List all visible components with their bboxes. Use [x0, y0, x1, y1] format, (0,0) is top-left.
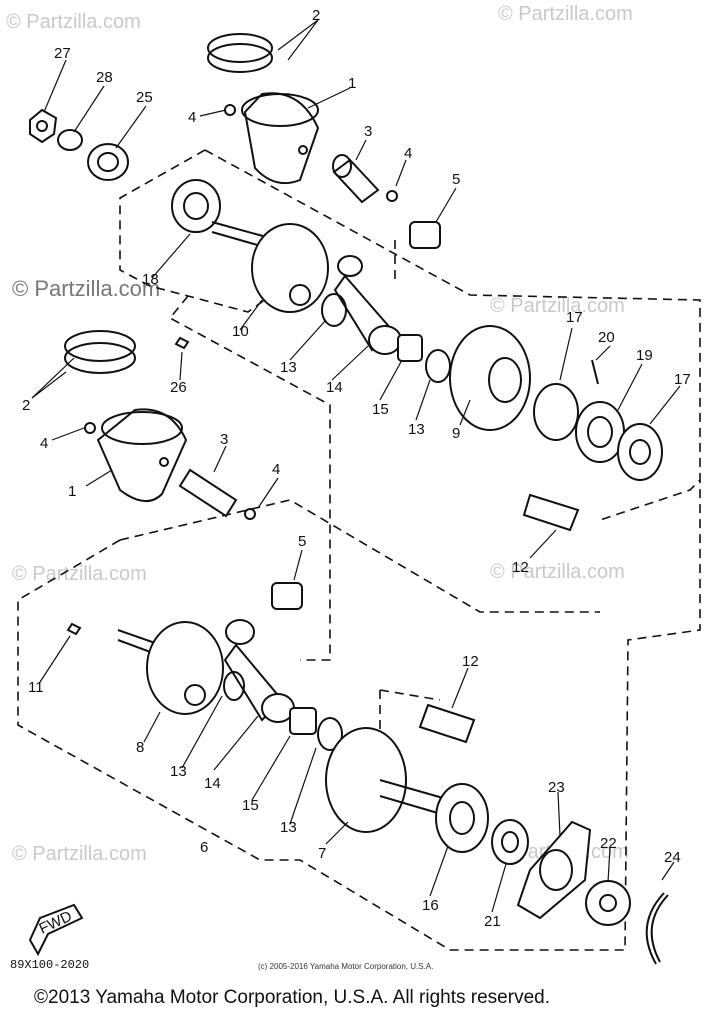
- callout: 27: [54, 45, 71, 62]
- callout: 18: [142, 271, 159, 288]
- upper-piston-rings: [207, 33, 273, 73]
- watermark: © Partzilla.com: [6, 11, 141, 33]
- callout: 9: [452, 425, 460, 442]
- watermarks: © Partzilla.com © Partzilla.com © Partzi…: [6, 3, 633, 865]
- callout: 7: [318, 845, 326, 862]
- callout: 10: [232, 323, 249, 340]
- upper-bearing-18: [171, 179, 221, 233]
- callout: 12: [512, 559, 529, 576]
- footer-copyright: ©2013 Yamaha Motor Corporation, U.S.A. A…: [34, 987, 550, 1008]
- seal-washer-nut-left: [29, 108, 129, 181]
- watermark: © Partzilla.com: [498, 3, 633, 25]
- lower-piston: [96, 408, 188, 502]
- watermark: © Partzilla.com: [490, 561, 625, 583]
- callout: 17: [674, 371, 691, 388]
- callout: 14: [326, 379, 343, 396]
- callout: 14: [204, 775, 221, 792]
- leader-lines: [31, 19, 681, 913]
- assembly-outlines: [17, 149, 701, 951]
- callout: 15: [242, 797, 259, 814]
- callout: 5: [298, 533, 306, 550]
- upper-crank-10: [211, 221, 329, 313]
- lower-crank-8: [117, 621, 224, 715]
- callout: 24: [664, 849, 681, 866]
- callout: 28: [96, 69, 113, 86]
- lower-housing-23: [516, 820, 592, 920]
- main-watermark: © Partzilla.com: [12, 276, 160, 301]
- callout: 3: [364, 123, 372, 140]
- callout: 20: [598, 329, 615, 346]
- lower-circlip-24: [645, 892, 669, 965]
- callout: 23: [548, 779, 565, 796]
- upper-rod-14: [333, 255, 402, 355]
- callout: 17: [566, 309, 583, 326]
- small-bearing-5-upper: [409, 221, 441, 249]
- callout: 2: [312, 7, 320, 24]
- callout: 1: [348, 75, 356, 92]
- callout: 26: [170, 379, 187, 396]
- callout: 21: [484, 913, 501, 930]
- center-bearings-17-19: [533, 359, 663, 481]
- fwd-arrow: FWD: [28, 903, 84, 957]
- callout: 8: [136, 739, 144, 756]
- lower-sprocket-22: [585, 880, 631, 926]
- callout: 13: [170, 763, 187, 780]
- callout: 12: [462, 653, 479, 670]
- callout: 13: [280, 819, 297, 836]
- lower-piston-rings: [64, 330, 136, 374]
- center-shaft-12: [522, 493, 580, 532]
- callouts: 2 27 28 25 4 1 3 4 5 18 10 26 13 14 15 1…: [22, 7, 691, 930]
- lower-bearing-16-21: [435, 783, 529, 865]
- callout: 11: [28, 679, 44, 696]
- callout: 4: [272, 461, 280, 478]
- lower-crank-7: [325, 727, 451, 833]
- callout: 13: [408, 421, 425, 438]
- upper-piston: [241, 92, 320, 184]
- lower-shaft-12: [418, 703, 476, 744]
- callout: 4: [404, 145, 412, 162]
- callout: 2: [22, 397, 30, 414]
- callout: 4: [40, 435, 48, 452]
- callout: 6: [200, 839, 208, 856]
- upper-piston-pin: [332, 154, 380, 204]
- small-keys: [66, 336, 190, 636]
- lower-rod-14: [223, 619, 295, 723]
- center-crank-9: [449, 325, 531, 431]
- callout: 1: [68, 483, 76, 500]
- callout: 16: [422, 897, 439, 914]
- small-bearing-5-lower: [271, 582, 303, 610]
- lower-piston-pin: [178, 468, 238, 518]
- watermark: © Partzilla.com: [12, 563, 147, 585]
- callout: 22: [600, 835, 617, 852]
- callout: 13: [280, 359, 297, 376]
- callout: 25: [136, 89, 153, 106]
- callout: 5: [452, 171, 460, 188]
- callout: 3: [220, 431, 228, 448]
- lower-bearings-13-15: [223, 671, 343, 751]
- diagram-code: 89X100-2020: [10, 958, 90, 972]
- watermark: © Partzilla.com: [12, 843, 147, 865]
- lower-clips: [84, 422, 256, 520]
- small-copyright: (c) 2005-2016 Yamaha Motor Corporation, …: [258, 962, 434, 971]
- callout: 19: [636, 347, 653, 364]
- watermark: © Partzilla.com: [490, 295, 625, 317]
- callout: 15: [372, 401, 389, 418]
- callout: 4: [188, 109, 196, 126]
